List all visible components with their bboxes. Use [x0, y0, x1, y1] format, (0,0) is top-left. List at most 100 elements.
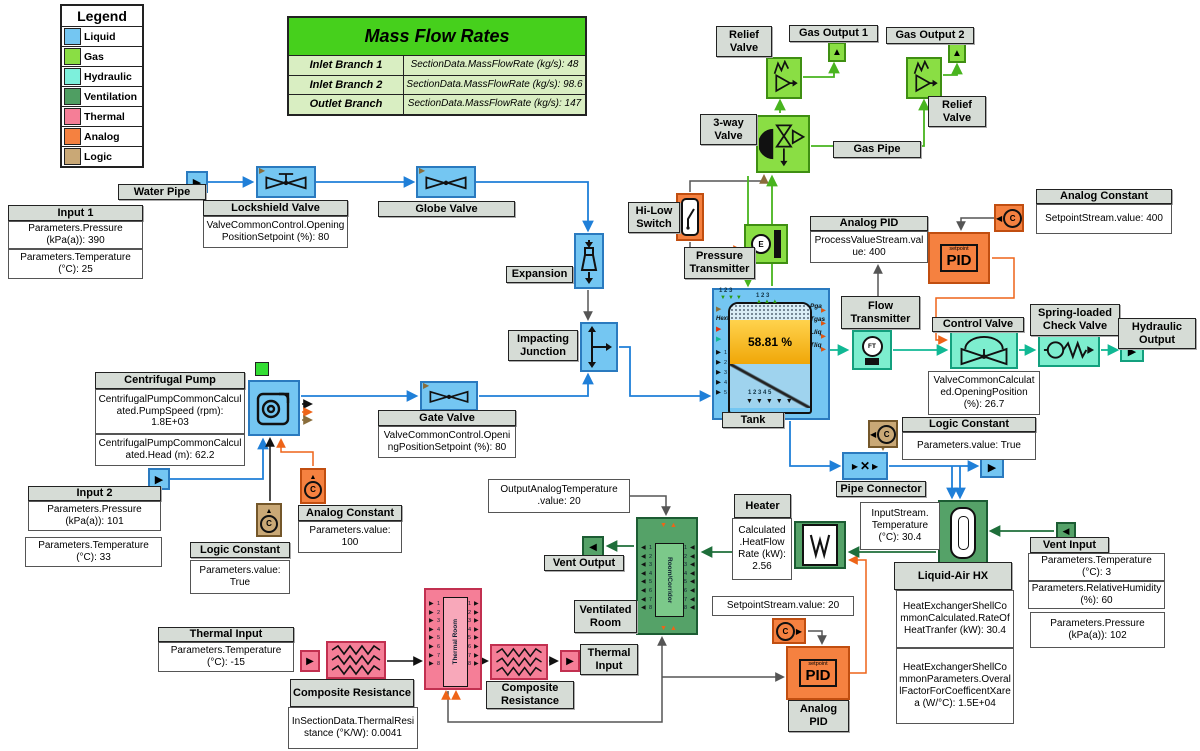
- thermal-input1-block[interactable]: ▶: [300, 650, 320, 672]
- logic-swatch: [64, 148, 81, 165]
- room-top-arrow-icon: ▼: [660, 522, 667, 529]
- gas-output2-block[interactable]: ▲: [948, 43, 966, 63]
- three-way-valve-icon: [759, 124, 806, 167]
- room-left-arrows-icon: ◀◀◀◀◀◀◀◀: [641, 545, 646, 612]
- gate-valve-icon: [429, 390, 469, 404]
- composite-resistance1-block[interactable]: [326, 641, 386, 679]
- flow-arrow-icon: ▶: [851, 461, 858, 471]
- resistor-icon: [331, 644, 381, 676]
- tank-block[interactable]: 58.81 % 1 2 3 ▼▼▼ 1 2 3 ▲▲▲ Pga Tgas Lli…: [712, 288, 830, 420]
- liquid-air-hx-block[interactable]: [938, 500, 988, 566]
- analog-constant1-block[interactable]: ▲ C: [300, 468, 326, 504]
- relief-valve2-block[interactable]: [906, 57, 942, 99]
- ventilated-room-block[interactable]: Room/Corridor ◀◀◀◀◀◀◀◀ 1 2 3 4 5 6 7 8 1…: [636, 517, 698, 635]
- liquid-swatch: [64, 28, 81, 45]
- vent-output-block[interactable]: ◀: [582, 536, 604, 558]
- logic-constant1-param: Parameters.value: True: [190, 560, 290, 594]
- tank-left-inlet-arrows-icon: ▶▶▶▶▶: [716, 349, 721, 396]
- spring-check-valve-block[interactable]: [1038, 333, 1100, 367]
- water-pipe-label: Water Pipe: [118, 184, 206, 200]
- logic-constant2-label: Logic Constant: [902, 417, 1036, 432]
- analog-constant2-block[interactable]: ◀ C: [994, 204, 1024, 232]
- gas-output2-label: Gas Output 2: [886, 27, 974, 44]
- tank-red-arrow-icon: ▶: [716, 326, 722, 333]
- analog-constant3-block[interactable]: C ▶: [772, 618, 806, 644]
- thermal-input1-label: Thermal Input: [158, 627, 294, 642]
- gas-swatch: [64, 48, 81, 65]
- vent-input-label: Vent Input: [1030, 537, 1109, 553]
- legend: Legend Liquid Gas Hydraulic Ventilation …: [60, 4, 144, 168]
- tank-port-pgas: Pga: [810, 303, 822, 310]
- hi-low-switch-block[interactable]: [676, 193, 704, 241]
- tank-top-port-numbers2: 1 2 3: [756, 293, 770, 299]
- vent-output-label: Vent Output: [544, 555, 624, 571]
- constant-icon: C: [260, 514, 278, 533]
- tank-ext-arrow-icon: ▶: [716, 306, 722, 313]
- globe-valve-block[interactable]: [416, 166, 476, 198]
- tank-top-port-numbers: 1 2 3: [719, 288, 733, 294]
- tank-port-lliq: Lliq: [810, 329, 822, 336]
- constant-icon: C: [877, 424, 896, 444]
- composite-resistance1-param: InSectionData.ThermalResistance (°K/W): …: [288, 707, 418, 749]
- analog-pid2-block[interactable]: setpoint PID: [786, 646, 850, 700]
- composite-resistance2-label: Composite Resistance: [486, 681, 574, 709]
- thermal-input2-block[interactable]: ▶: [560, 650, 580, 672]
- gas-output1-block[interactable]: ▲: [828, 42, 846, 62]
- input-arrow-icon: ▶: [306, 655, 314, 667]
- hx-coefficient-param: HeatExchangerShellCommonParameters.Overa…: [896, 648, 1014, 724]
- logic-constant2-block[interactable]: ◀ C: [868, 420, 898, 448]
- gate-valve-label: Gate Valve: [378, 410, 516, 426]
- tank-left-port-numbers: 1 2 3 4 5: [724, 350, 728, 396]
- hx-input-temperature: InputStream. Temperature (°C): 30.4: [860, 502, 940, 550]
- room-right-arrows-icon: ▶▶▶▶▶▶▶▶: [474, 601, 479, 668]
- pipe-connector-block[interactable]: ▶ ✕ ▶: [842, 452, 888, 480]
- liquid-air-hx-label: Liquid-Air HX: [894, 562, 1012, 590]
- tank-right-arrows-icon: ▶▶▶▶: [821, 307, 826, 353]
- constant-icon: C: [775, 621, 795, 641]
- expansion-block[interactable]: [574, 233, 604, 289]
- legend-item-analog: Analog: [62, 127, 142, 147]
- heater-block[interactable]: [794, 521, 846, 569]
- composite-resistance1-label: Composite Resistance: [290, 679, 414, 707]
- gas-outlet-arrows-icon: ▲▲▲: [756, 299, 780, 305]
- flow-arrow-icon: ▶: [872, 461, 879, 471]
- room-right-port-numbers: 1 2 3 4 5 6 7 8: [684, 545, 688, 612]
- flow-transmitter-block[interactable]: FT: [852, 330, 892, 370]
- lockshield-valve-block[interactable]: [256, 166, 316, 198]
- thermal-room-block[interactable]: Thermal Room ▶▶▶▶▶▶▶▶ 1 2 3 4 5 6 7 8 1 …: [424, 588, 482, 690]
- hx-heat-transfer-param: HeatExchangerShellCommonCalculated.RateO…: [896, 590, 1014, 648]
- centrifugal-pump-block[interactable]: [248, 380, 300, 436]
- room-right-arrows-icon: ◀◀◀◀◀◀◀◀: [690, 545, 695, 612]
- thermal-swatch: [64, 108, 81, 125]
- room-top-arrow-icon: ▲: [670, 522, 677, 529]
- legend-item-gas: Gas: [62, 47, 142, 67]
- three-way-valve-block[interactable]: [756, 115, 810, 173]
- output-arrow-icon: ▶: [987, 461, 997, 474]
- legend-item-liquid: Liquid: [62, 27, 142, 47]
- input1-temperature: Parameters.Temperature (°C): 25: [8, 249, 143, 279]
- pressure-transmitter-label: Pressure Transmitter: [684, 247, 755, 279]
- room-left-port-numbers: 1 2 3 4 5 6 7 8: [437, 601, 441, 668]
- logic-constant1-block[interactable]: ▲ C: [256, 503, 282, 537]
- tank-liquid-band: 58.81 %: [730, 320, 810, 364]
- analog-pid1-block[interactable]: setpoint PID: [928, 232, 990, 284]
- tank-level-value: 58.81 %: [747, 335, 793, 349]
- impacting-junction-label: Impacting Junction: [508, 330, 578, 361]
- composite-resistance2-block[interactable]: [490, 644, 548, 680]
- impacting-junction-block[interactable]: [580, 322, 618, 372]
- ventilated-room-label: Ventilated Room: [574, 600, 637, 633]
- input2-pressure: Parameters.Pressure (kPa(a)): 101: [28, 501, 161, 531]
- room-bottom-arrow-icon: ▼: [660, 625, 667, 632]
- relief-valve1-block[interactable]: [766, 57, 802, 99]
- input-arrow-icon: ◀: [1062, 525, 1070, 536]
- control-valve-block[interactable]: [950, 331, 1018, 369]
- tank-teal-arrow-icon: ▶: [716, 336, 722, 343]
- right-arrow-icon: ▶: [795, 626, 803, 636]
- input1-label: Input 1: [8, 205, 143, 221]
- gas-pipe-label: Gas Pipe: [833, 141, 921, 158]
- junction-icon: [588, 326, 612, 368]
- legend-item-ventilation: Ventilation: [62, 87, 142, 107]
- up-arrow-icon: ▲: [309, 473, 317, 481]
- hx-tube-icon: [957, 516, 969, 550]
- transmitter-bar-icon: [774, 230, 781, 258]
